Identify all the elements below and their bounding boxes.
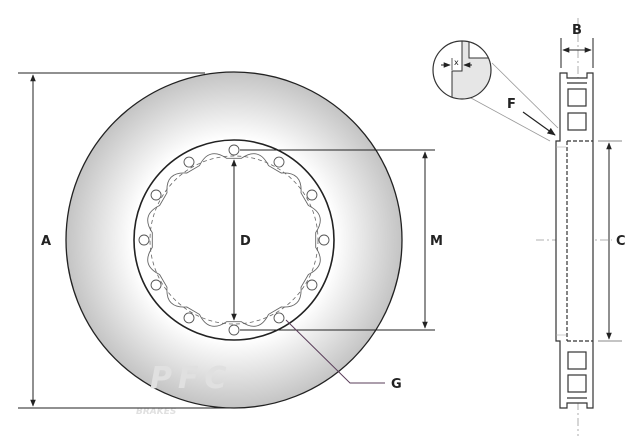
label-x: x — [454, 58, 459, 67]
label-C: C — [616, 234, 626, 249]
label-A: A — [41, 234, 51, 249]
label-D: D — [240, 234, 251, 249]
bolt-hole — [228, 324, 240, 336]
arrow-F — [522, 111, 556, 136]
bolt-hole — [150, 279, 162, 291]
leader-G — [285, 319, 385, 384]
detail-magnifier: x — [432, 40, 559, 142]
bolt-hole — [183, 156, 195, 168]
disc-side-view — [536, 18, 612, 436]
bolt-hole — [306, 279, 318, 291]
bolt-circle — [149, 155, 319, 325]
label-B: B — [572, 23, 582, 38]
bolt-hole — [183, 312, 195, 324]
bolt-holes — [138, 144, 330, 336]
dimension-B — [560, 38, 594, 68]
dimension-C — [598, 140, 622, 342]
label-F: F — [507, 97, 516, 112]
bolt-hole — [273, 312, 285, 324]
bolt-hole — [318, 234, 330, 246]
label-M: M — [430, 234, 443, 249]
bolt-hole — [138, 234, 150, 246]
pfc-brakes-logo: PFC BRAKES — [136, 361, 233, 417]
bolt-hole — [228, 144, 240, 156]
label-G: G — [391, 377, 402, 392]
dimension-A — [18, 72, 230, 409]
bolt-hole — [306, 189, 318, 201]
dimension-M — [240, 149, 435, 331]
logo-brand: PFC — [150, 361, 233, 396]
logo-sub: BRAKES — [136, 407, 176, 417]
bolt-hole — [150, 189, 162, 201]
bell-scallop-outline — [147, 153, 321, 327]
bolt-hole — [273, 156, 285, 168]
